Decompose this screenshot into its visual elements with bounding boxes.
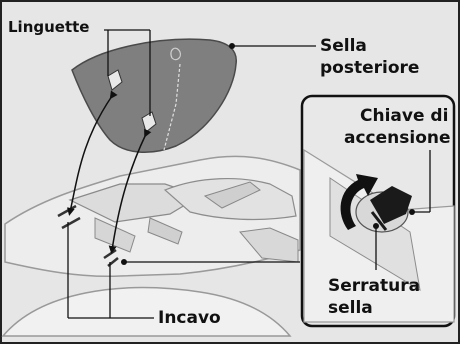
label-ignition-key-line2: accensione: [344, 128, 451, 148]
label-tabs: Linguette: [8, 18, 89, 36]
seat-leader-dot: [229, 43, 235, 49]
label-rear-seat-line1: Sella: [320, 36, 367, 56]
label-rear-seat-line2: posteriore: [320, 58, 419, 78]
label-ignition-key-line1: Chiave di: [360, 106, 448, 126]
label-seat-lock-line2: sella: [328, 298, 373, 318]
label-seat-lock-line1: Serratura: [328, 276, 420, 296]
label-recess: Incavo: [158, 308, 221, 328]
lock-leader-dot: [121, 259, 127, 265]
